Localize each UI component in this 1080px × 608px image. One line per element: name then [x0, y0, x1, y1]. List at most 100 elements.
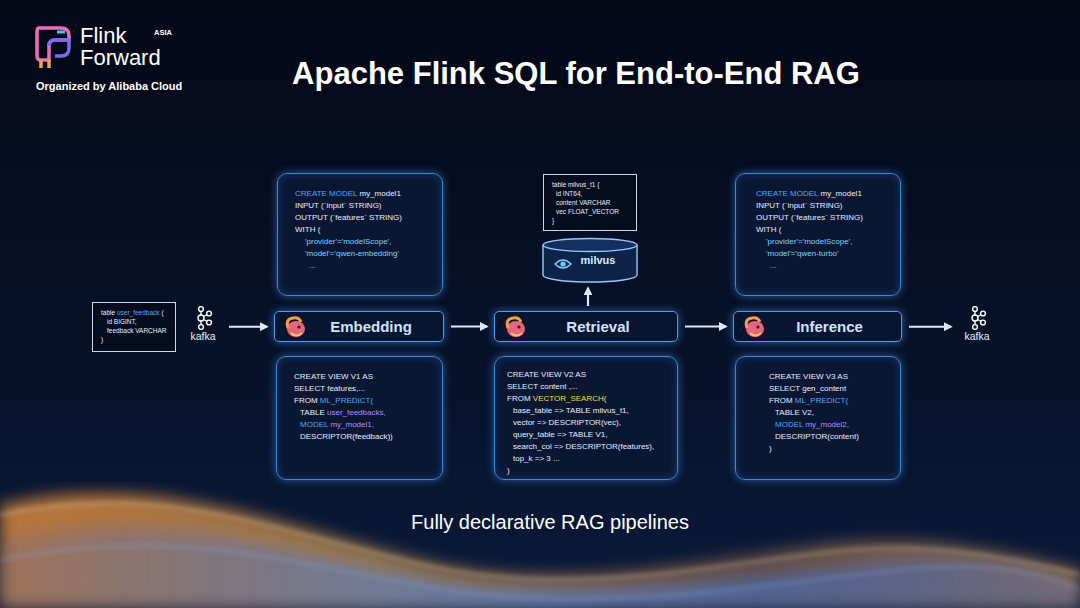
glow-line — [0, 546, 1080, 599]
code-line: ) — [101, 335, 167, 344]
code-line: DESCRIPTOR(content) — [769, 431, 890, 443]
code-line: base_table => TABLE milvus_t1, — [507, 405, 667, 417]
organizer-note: Organized by Alibaba Cloud — [36, 80, 182, 92]
icon-body — [746, 321, 764, 337]
code-line: feedback VARCHAR — [101, 326, 167, 335]
logo-text: ASIA — [154, 29, 172, 37]
milvus-pupil — [560, 261, 565, 266]
icon-body — [507, 321, 525, 337]
icon-eye — [756, 325, 759, 328]
icon-belly — [750, 333, 761, 336]
code-line: INPUT (`input` STRING) — [295, 200, 432, 212]
icon-eye — [517, 325, 520, 328]
code-line: ... — [295, 260, 432, 272]
milvus-eye — [555, 260, 571, 268]
icon-eye — [297, 325, 300, 328]
kafka-logo — [965, 306, 989, 330]
node-label: Inference — [796, 318, 863, 335]
code-line: ... — [756, 260, 890, 272]
flow-arrow — [451, 326, 487, 327]
code-line: ) — [769, 443, 890, 455]
code-line: table user_feedback ( — [101, 308, 167, 317]
sql-code-box: CREATE VIEW V1 ASSELECT features,...FROM… — [276, 356, 443, 480]
arrow-outline — [587, 288, 589, 306]
code-line: content VARCHAR — [552, 198, 628, 207]
code-line: 'provider'='modelScope', — [756, 236, 890, 248]
logo-ribbon — [41, 60, 49, 68]
flink-squirrel-icon — [283, 314, 309, 340]
code-line: SELECT features,... — [294, 383, 432, 395]
icon-belly — [291, 333, 302, 336]
kafka-node: kafka — [958, 306, 996, 348]
code-line: query_table => TABLE V1, — [507, 429, 667, 441]
kafka-logo — [191, 306, 215, 330]
flow-arrow — [685, 326, 726, 327]
code-line: SELECT content ,... — [507, 381, 667, 393]
code-line: table milvus_t1 { — [552, 180, 628, 189]
code-line: } — [552, 216, 628, 225]
flink-forward-logo — [37, 28, 69, 68]
logo-ribbon — [37, 28, 69, 60]
kafka-dot — [199, 325, 204, 330]
code-line: vec FLOAT_VECTOR — [552, 207, 628, 216]
flink-squirrel-icon — [742, 314, 768, 340]
logo-text: Forward — [80, 46, 161, 70]
arrow-outline — [451, 325, 487, 327]
icon-tail — [746, 318, 760, 328]
caption: Fully declarative RAG pipelines — [0, 511, 1080, 534]
arrow-outline — [229, 326, 267, 328]
kafka-dot — [973, 307, 978, 312]
table-schema-box: table user_feedback (id BIGINT,feedback … — [92, 302, 176, 352]
arrow-outline — [909, 326, 951, 328]
code-line: MODEL my_model2, — [769, 419, 890, 431]
kafka-dot — [981, 320, 986, 325]
icon-tail — [287, 318, 301, 328]
code-line: ) — [507, 465, 667, 477]
glow-wave — [0, 527, 1080, 608]
code-line: search_col => DESCRIPTOR(features), — [507, 441, 667, 453]
code-line: top_k => 3 ... — [507, 453, 667, 465]
flow-arrow — [909, 326, 951, 327]
icon-belly — [511, 333, 522, 336]
pipeline-stage-bar: Retrieval — [494, 311, 678, 342]
code-line: CREATE MODEL my_model1 — [756, 188, 890, 200]
kafka-dot — [981, 311, 986, 316]
code-line: OUTPUT (`features` STRING) — [295, 212, 432, 224]
kafka-dot — [199, 307, 204, 312]
code-line: TABLE user_feedbacks, — [294, 407, 432, 419]
kafka-dot — [973, 325, 978, 330]
arrow-outline — [685, 325, 726, 327]
pipeline-stage-bar: Embedding — [274, 311, 444, 342]
code-line: vector => DESCRIPTOR(vec), — [507, 417, 667, 429]
code-line: CREATE VIEW V3 AS — [769, 371, 890, 383]
kafka-dot — [207, 320, 212, 325]
code-line: FROM ML_PREDICT( — [769, 395, 890, 407]
logo-ribbon — [49, 40, 69, 56]
code-line: 'model'='qwen-turbo' — [756, 248, 890, 260]
sql-code-box: CREATE MODEL my_model1INPUT (`input` STR… — [277, 173, 443, 296]
node-label: milvus — [581, 254, 616, 266]
code-line: TABLE V2, — [769, 407, 890, 419]
node-label: kafka — [184, 330, 222, 342]
code-line: id INT64, — [552, 189, 628, 198]
code-line: DESCRIPTOR(feedback)) — [294, 431, 432, 443]
kafka-dot — [198, 315, 204, 321]
vector-database: milvus — [541, 237, 639, 283]
table-schema-box: table milvus_t1 {id INT64,content VARCHA… — [543, 174, 637, 231]
code-line: CREATE MODEL my_model1 — [295, 188, 432, 200]
code-line: WITH ( — [295, 224, 432, 236]
flow-arrow — [588, 288, 589, 306]
logo-ribbon — [57, 31, 65, 34]
kafka-dot — [972, 315, 978, 321]
node-label: Retrieval — [566, 318, 629, 335]
sql-code-box: CREATE MODEL my_model1INPUT (`input` STR… — [735, 173, 901, 296]
logo-text: Flink — [80, 24, 126, 48]
sql-code-box: CREATE VIEW V2 ASSELECT content ,...FROM… — [494, 356, 678, 480]
code-line: CREATE VIEW V1 AS — [294, 371, 432, 383]
node-label: Embedding — [330, 318, 412, 335]
code-line: SELECT gen_content — [769, 383, 890, 395]
code-line: FROM ML_PREDICT( — [294, 395, 432, 407]
glow-wave — [0, 493, 1080, 608]
code-line: INPUT (`input` STRING) — [756, 200, 890, 212]
flink-squirrel-icon — [503, 314, 529, 340]
